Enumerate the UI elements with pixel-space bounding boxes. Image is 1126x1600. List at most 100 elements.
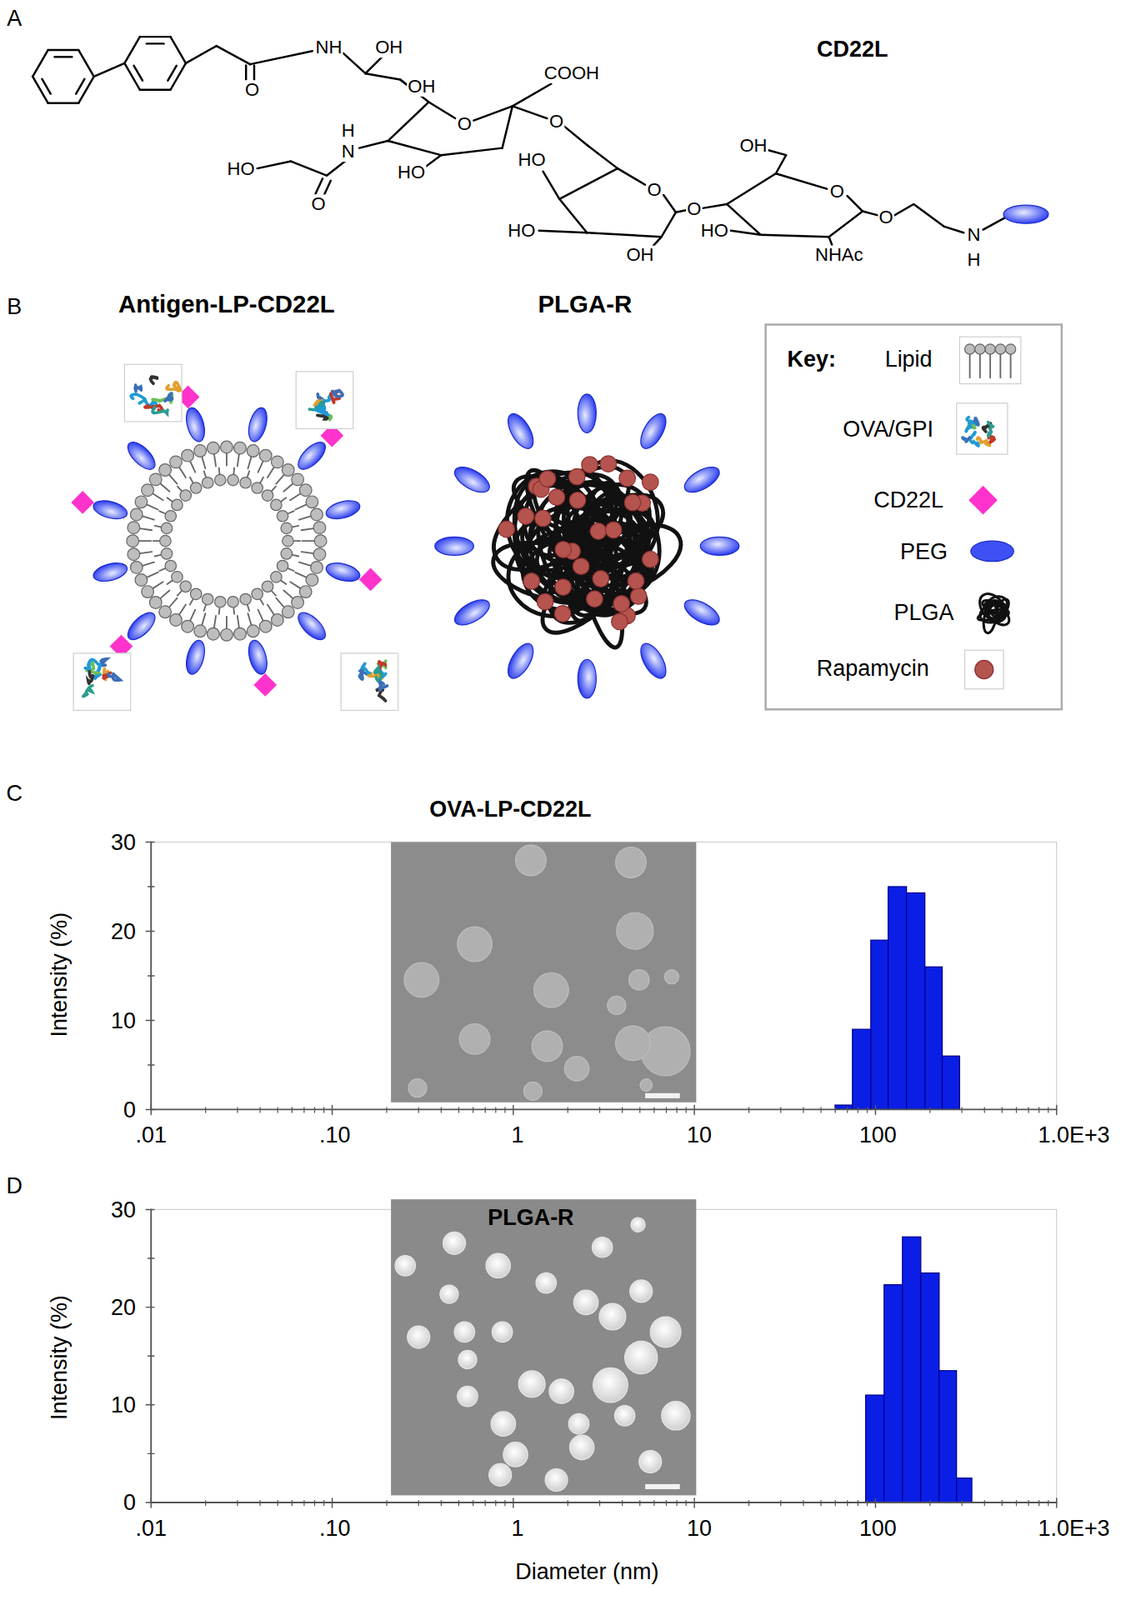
axis-tick: 100 [859,1516,897,1540]
histogram-d [259,1501,261,1507]
liposome-drawing [237,615,240,629]
histogram-d [875,1498,876,1508]
atom-label: HO [506,220,537,241]
tem-image-d [545,1469,568,1492]
tem-image-c [645,1093,681,1099]
liposome-drawing [160,522,172,534]
tem-image-d [458,1350,477,1369]
liposome-drawing [271,590,276,596]
liposome-drawing [91,497,130,523]
plga-particle [624,494,641,511]
plga-particle [611,613,629,631]
liposome-drawing [214,454,216,467]
plga-particle [450,595,494,631]
histogram-d [866,1501,868,1507]
histogram-d [599,1501,601,1507]
chemical-structure [250,50,313,65]
liposome-drawing [288,510,295,514]
axis-tick: 100 [859,1123,897,1147]
histogram-d [1047,1501,1049,1507]
histogram-d [303,1501,305,1507]
histogram-d [512,1498,514,1508]
liposome-drawing [159,510,166,514]
histogram-d [780,1501,781,1507]
liposome-drawing [169,598,178,608]
liposome-drawing [299,562,311,566]
chemical-structure [775,173,827,189]
legend-text: CD22L [873,488,944,512]
legend-text: Lipid [885,347,933,371]
plga-particle [680,461,724,497]
liposome-drawing [259,449,272,462]
histogram-d [1038,1501,1040,1507]
histogram-d [418,1501,420,1507]
histogram-d [639,1501,641,1507]
histogram-d [820,1501,821,1507]
atom-label: HO [516,150,547,171]
liposome-drawing [237,454,240,467]
protein-icon [85,659,100,669]
liposome-drawing [180,580,191,592]
chemical-structure [257,161,291,170]
axis-title: Intensity (%) [47,1295,71,1421]
tem-image-d [650,1316,681,1348]
liposome-drawing [169,475,178,485]
liposome-drawing [251,482,263,494]
plga-particle [507,502,615,616]
plga-particle [641,474,659,491]
chemical-structure [512,105,548,119]
tem-image-c [629,970,650,991]
tem-image-d [591,1237,612,1258]
histogram-d [458,1501,460,1507]
chemical-structure [428,101,456,119]
liposome-drawing [214,596,226,608]
liposome-drawing [70,385,382,697]
tem-image-d [593,1367,629,1403]
chemical-structure [48,49,80,51]
structure-title: CD22L [816,37,888,61]
histogram-c [960,1107,962,1113]
liposome-drawing [135,574,148,587]
liposome-drawing [177,486,182,491]
liposome-drawing [159,605,172,619]
plga-particle [572,558,590,576]
liposome-drawing [234,627,247,641]
liposome-drawing [293,437,330,474]
histogram-d [291,1501,293,1507]
histogram-d [148,1453,155,1455]
liposome-drawing [146,504,158,510]
chemical-structure [185,45,217,64]
liposome-drawing [247,613,251,626]
histogram-c [906,892,926,1110]
histogram-d [984,1501,986,1507]
histogram-c [259,1107,261,1113]
histogram-d [929,1501,931,1507]
chemical-structure [829,211,863,238]
plga-particle [517,508,535,526]
axis-tick: .01 [135,1123,167,1147]
chemical-structure [32,76,48,104]
histogram-c [685,1107,687,1113]
histogram-c [665,1107,667,1113]
liposome-drawing [167,580,173,585]
chemical-structure [425,155,442,168]
liposome-drawing [240,593,251,605]
histogram-c [852,1029,871,1110]
liposome-drawing [299,585,312,599]
legend-text: OVA/GPI [842,416,934,441]
liposome-drawing [153,540,160,542]
tem-image-d [440,1285,459,1304]
liposome-drawing [276,560,288,571]
liposome-drawing [91,560,130,586]
plga-icon [974,589,1013,635]
liposome-drawing [291,473,305,486]
liposome-drawing [123,437,160,474]
chemical-structure [78,76,94,104]
liposome-drawing [127,548,141,561]
plga-particle [577,659,596,699]
chemical-structure [32,50,48,77]
plga-particle [435,536,475,556]
chemical-structure [75,79,85,95]
liposome-drawing [270,499,282,511]
liposome-drawing [126,535,140,548]
